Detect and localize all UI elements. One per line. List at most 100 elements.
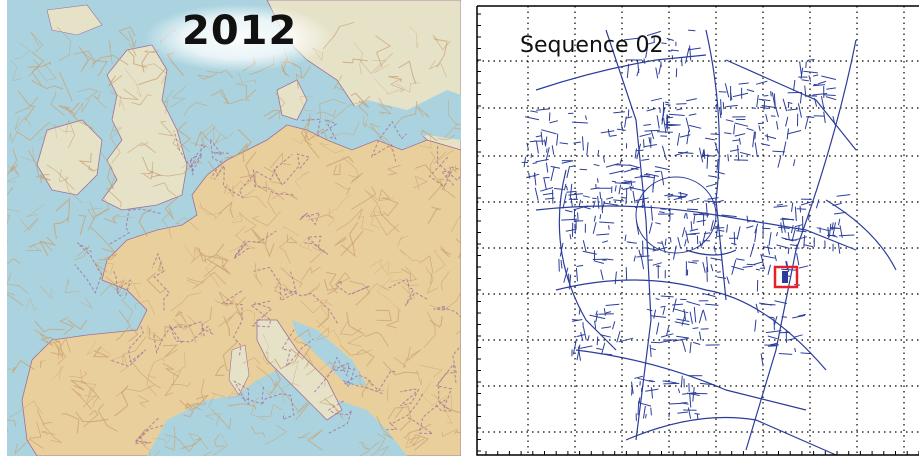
road-segment <box>429 291 461 311</box>
street-segment <box>596 347 603 350</box>
road-segment <box>218 200 234 218</box>
street-segment <box>731 265 744 271</box>
road-segment <box>304 282 321 297</box>
street-segment <box>572 338 577 355</box>
road-segment <box>399 248 421 262</box>
street-segment <box>729 149 740 152</box>
street-segment <box>644 129 661 132</box>
road-segment <box>78 46 91 72</box>
street-segment <box>605 303 620 306</box>
street-segment <box>620 196 627 199</box>
road-segment <box>227 403 257 411</box>
sequence-plot[interactable] <box>476 0 919 456</box>
street-segment <box>624 234 627 241</box>
ireland-land <box>36 119 103 196</box>
road-segment <box>78 214 87 236</box>
street-segment <box>742 265 753 268</box>
road-segment <box>239 171 257 188</box>
road-segment <box>176 121 192 150</box>
road-segment <box>357 216 375 232</box>
street-segment <box>651 315 667 318</box>
street-segment <box>808 75 812 82</box>
street-segment <box>565 228 577 232</box>
road-segment <box>29 421 42 439</box>
street-segment <box>660 305 666 308</box>
street-segment <box>775 107 779 118</box>
street-segment <box>633 255 636 262</box>
road-segment <box>92 54 129 66</box>
street-segment <box>789 244 798 247</box>
street-segment <box>664 238 667 246</box>
street-arterial <box>625 416 837 456</box>
sequence-plot-panel[interactable]: Sequence 02 <box>476 0 919 456</box>
road-segment <box>440 245 452 258</box>
street-segment <box>667 194 674 198</box>
street-segment <box>782 217 795 221</box>
street-segment <box>799 61 803 77</box>
road-segment <box>211 89 230 105</box>
road-segment <box>207 259 231 275</box>
street-segment <box>738 82 749 85</box>
road-segment <box>157 260 166 272</box>
street-segment <box>820 96 825 109</box>
street-segment <box>791 227 797 241</box>
border-segment <box>113 271 132 297</box>
street-segment <box>830 227 841 229</box>
road-segment <box>57 26 71 62</box>
street-segment <box>706 154 709 169</box>
road-segment <box>313 299 330 318</box>
street-segment <box>593 163 600 167</box>
street-segment <box>534 187 539 201</box>
road-segment <box>300 117 320 159</box>
street-segment <box>767 245 771 255</box>
road-segment <box>361 441 380 450</box>
europe-map[interactable] <box>7 0 461 456</box>
street-segment <box>808 214 810 221</box>
road-segment <box>108 39 113 64</box>
road-segment <box>92 346 109 358</box>
border-segment <box>151 252 171 311</box>
road-segment <box>80 368 97 395</box>
street-segment <box>693 306 697 323</box>
street-segment <box>690 221 693 231</box>
street-segment <box>650 407 652 416</box>
street-segment <box>787 130 802 135</box>
street-segment <box>677 236 682 249</box>
street-segment <box>752 131 755 148</box>
road-segment <box>61 413 80 434</box>
vehicle-position-icon <box>773 265 799 289</box>
street-segment <box>639 133 652 137</box>
street-ring <box>635 176 717 254</box>
street-segment <box>683 213 687 219</box>
road-segment <box>241 189 267 208</box>
street-segment <box>676 133 680 146</box>
street-segment <box>776 121 779 130</box>
road-segment <box>295 402 310 420</box>
street-segment <box>593 215 596 222</box>
street-segment <box>634 148 637 159</box>
road-segment <box>385 308 400 329</box>
road-segment <box>110 88 140 101</box>
road-segment <box>429 315 443 328</box>
street-segment <box>582 195 590 198</box>
street-segment <box>732 92 749 98</box>
street-segment <box>631 385 633 396</box>
road-segment <box>179 400 194 418</box>
europe-map-panel[interactable]: 2012 <box>7 0 461 456</box>
street-segment <box>803 70 818 74</box>
street-segment <box>790 225 794 234</box>
street-segment <box>719 108 722 119</box>
street-segment <box>798 265 809 269</box>
road-segment <box>139 140 149 146</box>
road-segment <box>7 165 20 183</box>
road-segment <box>65 118 75 149</box>
street-segment <box>596 336 599 346</box>
road-segment <box>134 300 155 315</box>
street-segment <box>638 249 641 256</box>
road-segment <box>339 320 362 336</box>
street-segment <box>714 142 719 154</box>
road-segment <box>41 430 56 436</box>
road-segment <box>146 375 157 396</box>
road-segment <box>297 431 311 439</box>
border-segment <box>252 166 294 196</box>
